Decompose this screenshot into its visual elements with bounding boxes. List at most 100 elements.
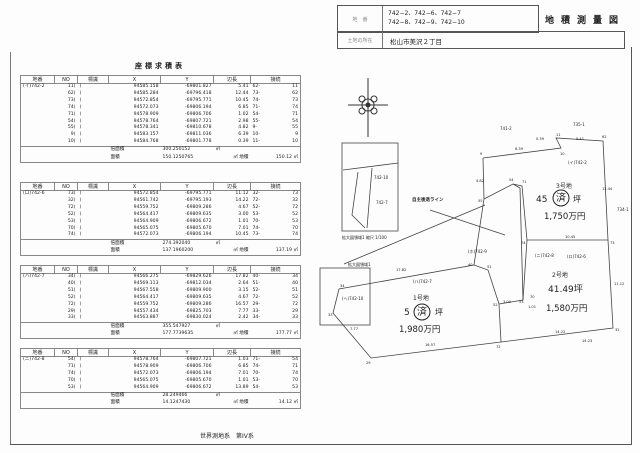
svg-text:734-1: 734-1 xyxy=(617,207,629,212)
length-cell: 17.82 xyxy=(235,274,249,279)
svg-text:3.00: 3.00 xyxy=(503,300,512,304)
compass-rose-icon xyxy=(348,78,388,137)
length-cell: 6.85 xyxy=(238,104,249,110)
marker-cell: ) xyxy=(79,125,82,131)
svg-text:(イ)742-2: (イ)742-2 xyxy=(568,160,587,165)
marker-cell: ) xyxy=(79,274,82,279)
lot-cell: (イ)742-2 xyxy=(23,84,45,89)
no-cell: 73( xyxy=(67,97,76,103)
svg-text:済: 済 xyxy=(417,305,427,318)
connection-cell: 70-53 xyxy=(252,218,299,224)
svg-text:(ハ)742-7: (ハ)742-7 xyxy=(413,279,432,284)
length-cell: 1.02 xyxy=(238,111,249,117)
y-cell: -69810.678 xyxy=(185,125,212,131)
y-cell: -69806.706 xyxy=(185,363,212,369)
parcel-1: 1号地 5 坪 1,980万円 xyxy=(399,294,443,335)
no-cell: 54( xyxy=(67,357,76,362)
marker-cell: ) xyxy=(79,211,82,217)
length-cell: 2.64 xyxy=(238,280,249,286)
connection-cell: 71-54 xyxy=(252,357,299,362)
x-cell: 94578.909 xyxy=(133,363,159,369)
length-cell: 14.22 xyxy=(235,197,249,203)
connection-cell: 74-71 xyxy=(252,363,299,369)
y-cell: -69806.194 xyxy=(185,104,212,110)
marker-cell: ) xyxy=(79,384,82,390)
no-cell: 52( xyxy=(67,294,76,300)
svg-text:32: 32 xyxy=(615,328,620,332)
svg-text:(ヘ)742-10: (ヘ)742-10 xyxy=(342,296,364,301)
y-cell: -69806.672 xyxy=(185,384,212,390)
connection-cell: 40-34 xyxy=(252,274,299,279)
connection-cell: 74-70 xyxy=(252,225,299,231)
connection-cell: 51-40 xyxy=(252,280,299,286)
location-box: 土地の所在 松山市美沢２丁目 xyxy=(337,31,625,49)
no-cell: 9( xyxy=(70,132,76,138)
connection-cell: 33-29 xyxy=(252,308,299,314)
svg-text:10: 10 xyxy=(560,152,565,156)
no-cell: 62( xyxy=(67,90,76,96)
length-cell: 3.15 xyxy=(238,287,249,293)
y-cell: -69795.771 xyxy=(185,191,212,196)
marker-cell: ) xyxy=(79,218,82,224)
y-cell: -69806.706 xyxy=(185,111,212,117)
double-area-value: 274.392040 xyxy=(162,240,191,246)
x-cell: 94563.887 xyxy=(133,315,159,321)
connection-cell: 55-54 xyxy=(252,118,299,124)
svg-text:0.39: 0.39 xyxy=(536,137,545,141)
frame-line xyxy=(631,47,632,445)
no-cell: 53( xyxy=(67,384,76,390)
coordinate-system: 世界測地系 第IV系 xyxy=(200,433,254,440)
connection-cell: 34-33 xyxy=(252,315,299,321)
svg-text:2号地: 2号地 xyxy=(552,271,568,279)
y-cell: -69801.827 xyxy=(185,84,212,89)
x-cell: 94572.073 xyxy=(133,232,159,238)
svg-text:742-10: 742-10 xyxy=(374,175,389,180)
table-title: 座標求積表 xyxy=(135,62,185,70)
x-cell: 94578.341 xyxy=(133,125,159,131)
svg-text:6.39: 6.39 xyxy=(515,147,524,151)
svg-text:(ロ)742-6: (ロ)742-6 xyxy=(567,254,586,259)
length-cell: 4.67 xyxy=(238,204,249,210)
svg-text:29: 29 xyxy=(366,361,371,365)
marker-cell: ) xyxy=(79,280,82,286)
no-cell: 70( xyxy=(67,377,76,383)
area-value: 177.7739635 xyxy=(162,331,194,337)
svg-text:4.82: 4.82 xyxy=(476,179,484,183)
svg-text:12.44: 12.44 xyxy=(602,187,613,191)
no-cell: 11( xyxy=(67,84,76,89)
marker-cell: ) xyxy=(79,287,82,293)
length-cell: 16.57 xyxy=(235,301,249,307)
marker-cell: ) xyxy=(79,357,82,362)
marker-cell: ) xyxy=(79,104,82,110)
chiseki-value: 14.12 xyxy=(278,400,292,406)
double-area-value: 300.250152 xyxy=(162,147,191,153)
marker-cell: ) xyxy=(79,118,82,124)
length-cell: 7.77 xyxy=(238,308,249,314)
svg-text:5.41: 5.41 xyxy=(576,137,584,141)
x-cell: 94561.742 xyxy=(133,197,159,203)
done-stamp-icon: 済 済 xyxy=(413,189,570,321)
no-cell: 55( xyxy=(67,125,76,131)
x-cell: 94572.854 xyxy=(133,97,159,103)
connection-cell: 62-11 xyxy=(252,84,299,89)
y-cell: -69811.036 xyxy=(185,132,212,138)
column-header: 接続 xyxy=(250,75,301,84)
svg-text:70: 70 xyxy=(530,295,535,299)
document-title: 地積測量図 xyxy=(545,16,626,26)
no-cell: 54( xyxy=(67,118,76,124)
